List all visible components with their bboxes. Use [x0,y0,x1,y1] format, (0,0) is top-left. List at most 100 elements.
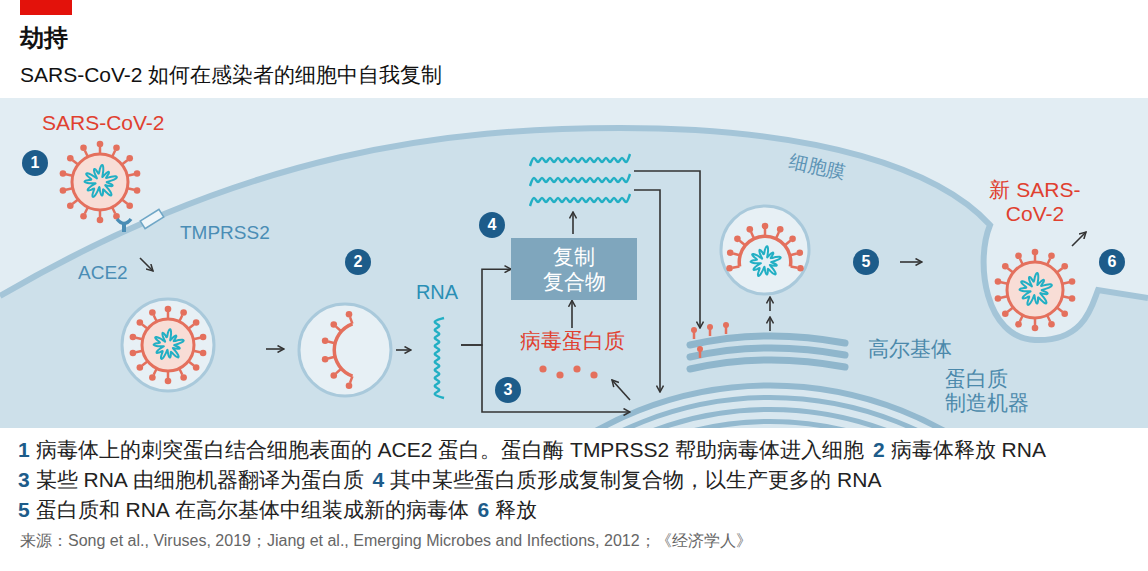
spike-protein [60,187,67,194]
virus-envelope [142,319,194,371]
spike-protein [112,207,115,213]
source-note: 来源：Song et al., Viruses, 2019；Jiang et a… [20,531,752,550]
spike-protein [1015,252,1022,259]
virus-assembling [726,223,804,276]
rna-copy [530,154,630,166]
spike-protein [1062,282,1069,284]
spike-protein [126,202,133,209]
spike-protein [1001,296,1008,298]
virus-particle [995,249,1076,332]
spike-protein [112,150,115,156]
spike-protein [1047,315,1050,321]
flow-arrow [140,258,153,271]
node-text: 蛋白质 制造机器 [945,367,1033,415]
spike-protein [1047,258,1050,264]
flow-arrow [266,348,284,350]
spike-protein [149,374,156,381]
step-line: 5蛋白质和 RNA 在高尔基体中组装成新的病毒体 6释放 [18,496,546,524]
spike-protein [167,312,170,319]
spike-protein [1002,310,1009,317]
protein-cluster: 病毒蛋白质 [517,328,627,380]
flow-arrow [1072,232,1086,246]
spike-protein [193,351,200,353]
part-label: 细胞膜 [787,150,848,185]
spike-protein [134,187,141,194]
golgi-band [690,360,845,369]
step-line: 3某些 RNA 由细胞机器翻译为蛋白质4其中某些蛋白质形成复制复合物，以生产更多… [18,466,890,494]
protein-spike [697,346,703,352]
spike-protein [328,357,335,359]
brand-bar [20,0,72,15]
callout-number: 6 [1099,249,1125,275]
part-label: ACE2 [78,262,128,285]
spike-protein [330,321,337,328]
spike-protein [796,249,803,256]
golgi-band [690,336,845,345]
spike-protein [85,150,88,156]
protein-spike [709,329,712,336]
spike-protein [122,199,127,203]
protein-dot [573,365,580,372]
protein-spike [693,332,696,339]
spike-protein [80,213,87,220]
node-text: 高尔基体 [868,336,952,361]
spike-protein [193,364,200,371]
spike-protein [740,241,745,245]
virus-label: SARS-CoV-2 [42,110,165,135]
node-text: 复制 复合物 [541,244,606,294]
step-text: 病毒体释放 RNA [891,436,1046,464]
spike-protein [130,350,137,357]
spike-protein [1020,258,1023,264]
spike-protein [789,236,796,243]
golgi-stack [690,322,845,369]
step-text: 释放 [495,496,537,524]
spike-protein [179,315,182,321]
spike-protein [126,155,133,162]
spike-protein [336,327,341,332]
spike-protein [1015,321,1022,328]
virus-label: 新 SARS-CoV-2 [985,178,1085,226]
spike-protein [764,229,767,236]
virus-envelope [1007,262,1063,318]
spike-protein [154,368,157,374]
viral-rna [1020,273,1052,305]
spike-protein [1048,321,1055,328]
spike-protein [80,144,87,151]
step-number: 5 [18,498,30,522]
protein-dot [556,371,563,378]
spike-protein [1057,307,1062,311]
spike-protein [1061,263,1068,270]
spike-protein [790,253,797,255]
rna-copy [530,194,630,206]
step-text: 某些 RNA 由细胞机器翻译为蛋白质 [36,466,364,494]
spike-protein [776,232,779,238]
viral-rna [751,246,781,276]
step-text: 蛋白质和 RNA 在高尔基体中组装成新的病毒体 [36,496,469,524]
spike-protein [1032,325,1039,332]
spike-protein [200,350,207,357]
vesicle [299,304,391,396]
spike-protein [136,338,143,340]
spike-protein [130,334,137,341]
step-text: 病毒体上的刺突蛋白结合细胞表面的 ACE2 蛋白。蛋白酶 TMPRSS2 帮助病… [36,436,864,464]
spike-protein [179,368,182,374]
protein-dot [539,365,546,372]
spike-protein [193,319,200,326]
spike-protein [149,309,156,316]
step-number: 6 [478,498,490,522]
rna-copy [530,174,630,186]
spike-protein [995,278,1002,285]
process-box: 复制 复合物 [511,238,637,300]
spike-protein [97,141,104,148]
virus-particle [60,141,141,224]
rna-strand: RNA [413,280,461,400]
spike-protein [137,364,144,371]
spike-protein [1061,310,1068,317]
spike-protein [751,232,754,238]
spike-protein [136,351,143,353]
protein-factory: 蛋白质 制造机器 [630,365,1148,428]
spike-protein [330,372,337,379]
spike-protein [193,338,200,340]
callout-number: 5 [853,249,879,275]
node-text: RNA [413,280,461,304]
